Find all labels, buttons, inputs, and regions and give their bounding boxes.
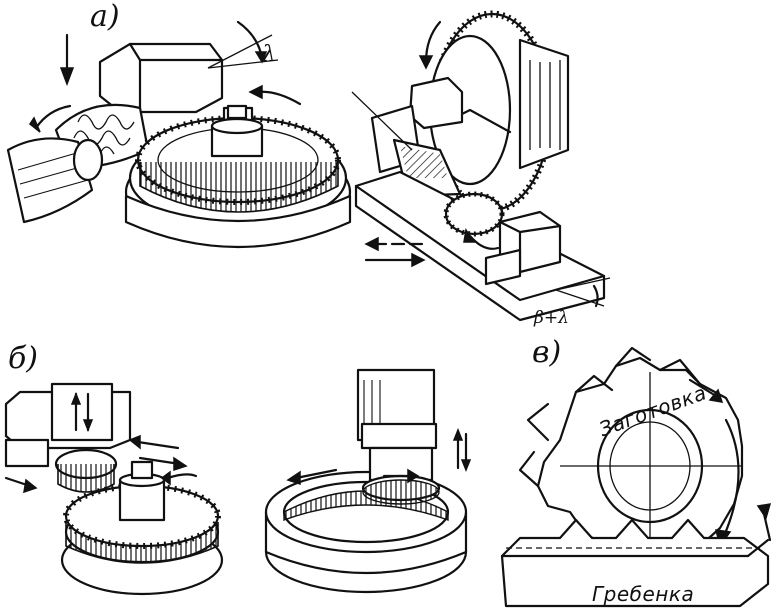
panel-a-right-shaper: [351, 10, 611, 322]
label-angle-beta-lambda: β+λ: [534, 308, 569, 328]
rack-label: Гребенка: [592, 582, 695, 606]
label-panel-v: в): [532, 335, 562, 370]
label-angle-lambda: λ: [262, 42, 276, 67]
panel-b-internal-shaping: [264, 368, 472, 594]
panel-v-rack-rolling: [500, 346, 772, 608]
panel-b-gear-shaping: [4, 382, 224, 596]
label-panel-a: а): [90, 0, 120, 34]
label-panel-b: б): [8, 341, 39, 376]
panel-a-left-hobbing: [6, 20, 352, 249]
